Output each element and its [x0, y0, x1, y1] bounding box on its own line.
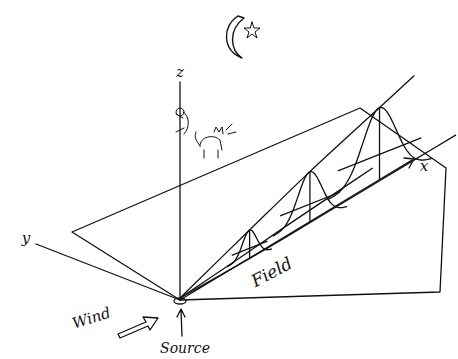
- plume-envelope: [180, 168, 373, 298]
- gaussian-plume: [180, 76, 456, 298]
- field-label: Field: [249, 254, 295, 289]
- climber-figure: [176, 108, 188, 134]
- y-axis: [36, 244, 180, 300]
- bell-curve: [273, 172, 347, 236]
- source-symbol: [174, 298, 186, 304]
- section-line: [309, 172, 310, 222]
- section-line: [338, 138, 421, 171]
- axis-label: y: [22, 231, 30, 246]
- wind-label: Wind: [71, 305, 113, 331]
- source-label: Source: [160, 341, 210, 355]
- star: [244, 22, 260, 38]
- section-line: [249, 230, 250, 258]
- z-axis: [179, 82, 180, 300]
- axis-label: z: [176, 65, 184, 80]
- axis-label: x: [420, 159, 428, 174]
- plume-envelope: [180, 76, 414, 298]
- field-plane: [72, 108, 446, 300]
- plume-envelope: [180, 135, 456, 298]
- bell-curve: [327, 108, 431, 200]
- section-line: [379, 108, 380, 180]
- wind-arrow: [118, 317, 158, 338]
- moon: [226, 16, 244, 58]
- source-pointer: [177, 309, 185, 336]
- cat-figure: [195, 124, 236, 158]
